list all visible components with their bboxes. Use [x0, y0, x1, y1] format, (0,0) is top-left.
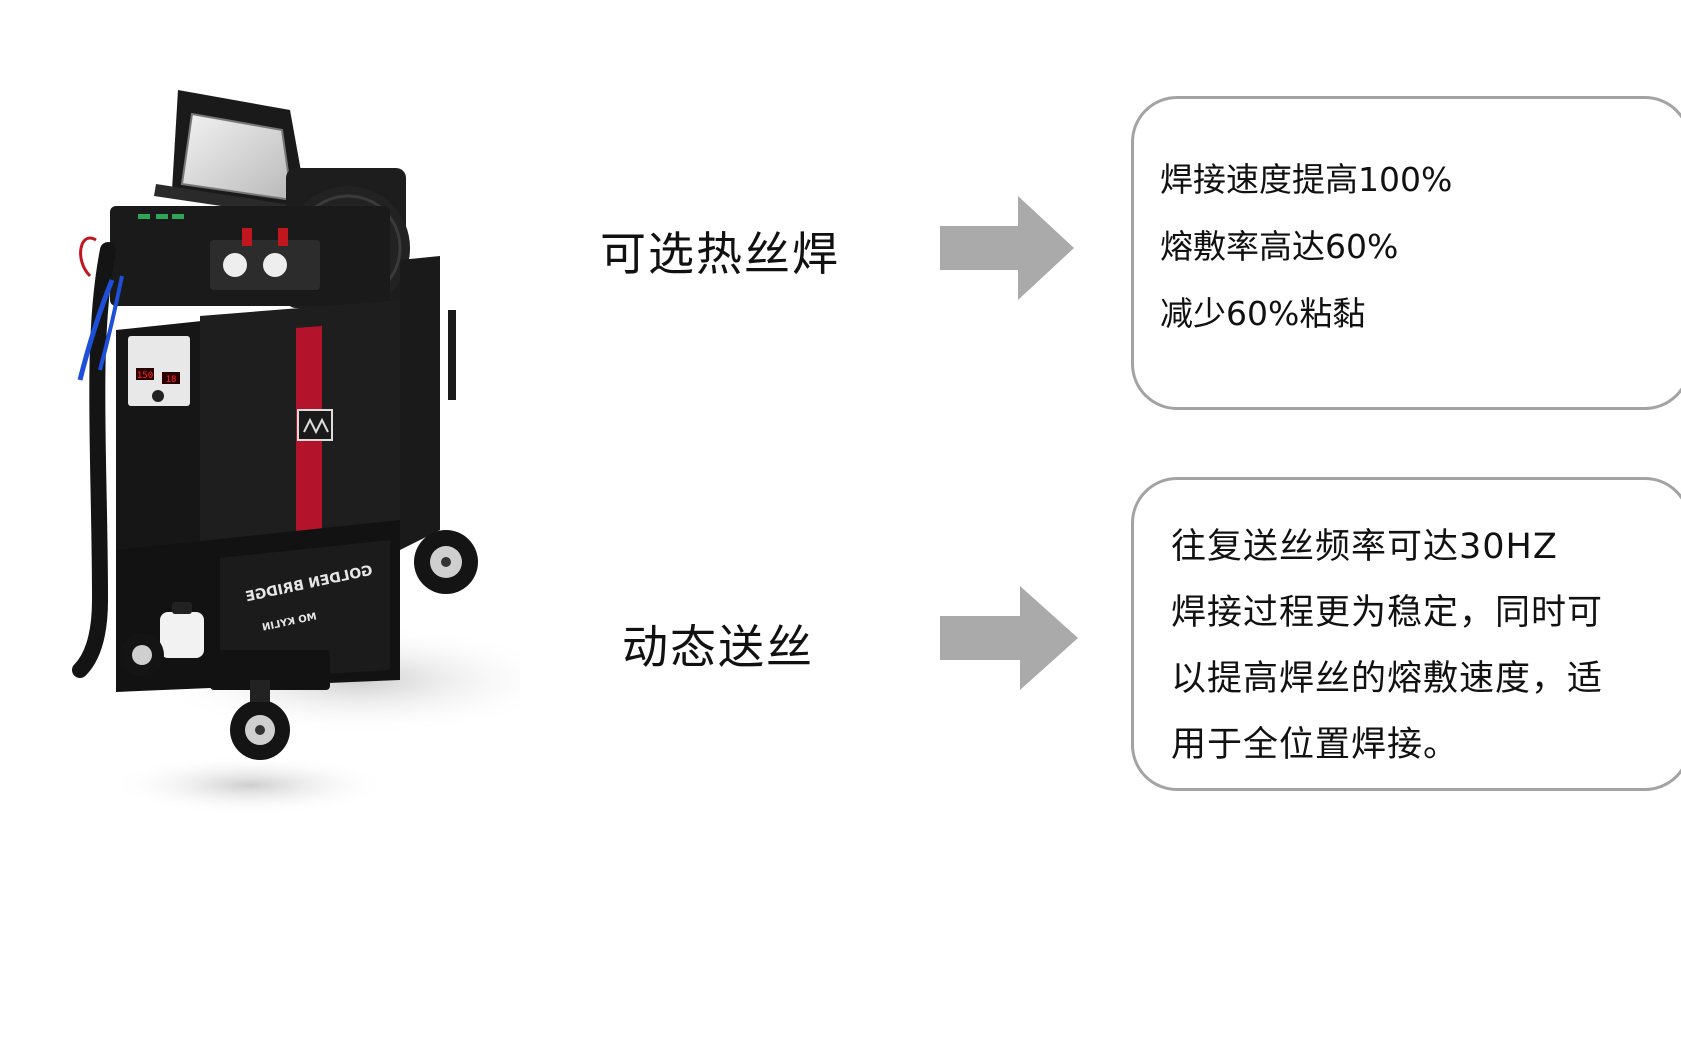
welding-machine-image: 150 18 GOLDEN BRIDGE MO KYLIN	[72, 90, 520, 815]
detail-line: 往复送丝频率可达30HZ	[1171, 527, 1558, 567]
arrow-right-icon	[940, 196, 1074, 300]
cart-handle	[400, 256, 456, 550]
feature-detail-box-dynamic-feed: 往复送丝频率可达30HZ 焊接过程更为稳定，同时可 以提高焊丝的熔敷速度，适 用…	[1131, 477, 1681, 791]
detail-line: 减少60%粘黏	[1160, 294, 1366, 333]
cooling-unit: GOLDEN BRIDGE MO KYLIN	[116, 520, 400, 692]
detail-line: 用于全位置焊接。	[1171, 725, 1460, 765]
feature-detail-box-hot-wire: 焊接速度提高100% 熔敷率高达60% 减少60%粘黏	[1131, 96, 1681, 410]
feature-label-hot-wire: 可选热丝焊	[600, 227, 840, 281]
machine-body: 150 18	[116, 300, 400, 570]
display-left-value: 150	[137, 371, 153, 381]
feature-label-dynamic-feed: 动态送丝	[622, 620, 814, 674]
detail-line: 焊接速度提高100%	[1160, 160, 1453, 199]
detail-line: 焊接过程更为稳定，同时可	[1171, 593, 1604, 633]
detail-line: 熔敷率高达60%	[1160, 227, 1399, 266]
arrow-right-icon	[940, 586, 1078, 690]
detail-line: 以提高焊丝的熔敷速度，适	[1171, 659, 1604, 699]
wire-feeder	[110, 206, 390, 306]
torch-cable	[72, 236, 124, 678]
display-right-value: 18	[166, 375, 177, 385]
cart-wheels	[120, 530, 478, 760]
